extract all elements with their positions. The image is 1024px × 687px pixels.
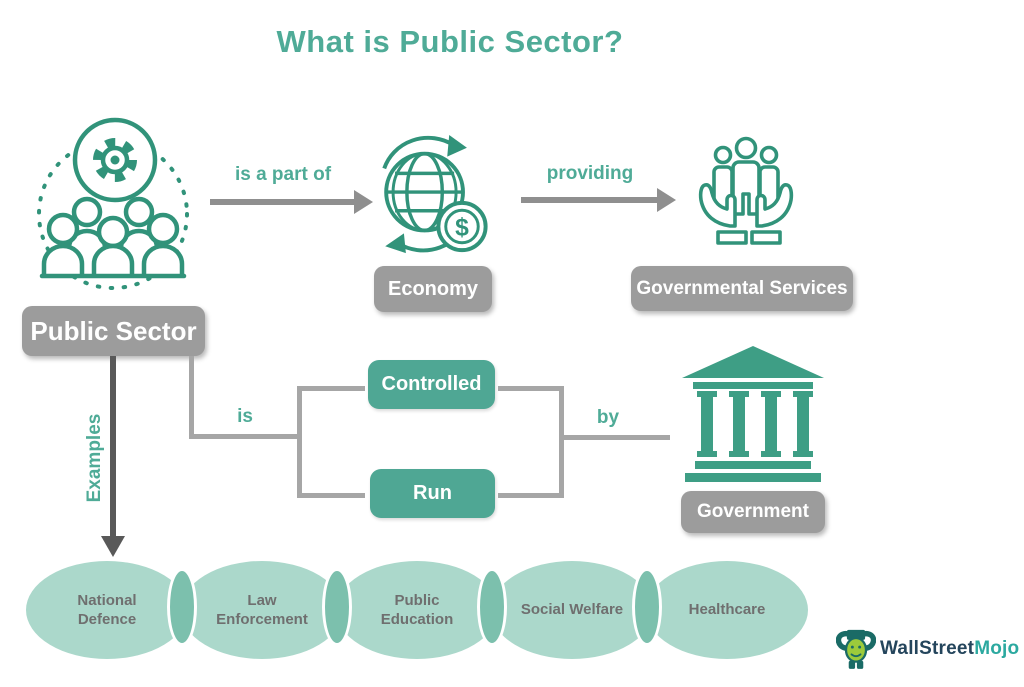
edge-label-is: is [237,406,253,427]
logo-mojo-text: Mojo [974,638,1020,659]
public-sector-icon [25,108,200,305]
public-sector-node: Public Sector [22,306,205,356]
dollar-glyph: $ [455,214,469,241]
edge-label-examples: Examples [84,413,105,503]
example-national-defence: National Defence [26,561,188,659]
governmental-services-node: Governmental Services [631,266,853,311]
government-node: Government [681,491,825,533]
arrow-is-a-part-of [210,199,355,205]
bracket-right-top-stub [498,386,564,391]
ellipse-overlap-lens [167,568,197,646]
example-public-education: Public Education [336,561,498,659]
governmental-services-icon [696,130,796,254]
examples-arrow-head [101,536,125,557]
example-label: Social Welfare [520,601,624,619]
government-building-icon [678,343,828,489]
run-label: Run [413,482,452,504]
logo-wallstreet-text: WallStreet [880,638,975,659]
edge-label-by: by [596,407,620,428]
economy-icon: $ [368,133,492,264]
controlled-label: Controlled [381,373,482,395]
example-label: National Defence [77,591,137,629]
example-law-enforcement: Law Enforcement [181,561,343,659]
bracket-left-bottom-stub [297,493,365,498]
edge-label-is-a-part-of: is a part of [234,164,332,185]
page-title: What is Public Sector? [276,24,624,59]
ellipse-overlap-lens [632,568,662,646]
run-node: Run [370,469,495,518]
connector-by-line [559,435,670,440]
bracket-left-top-stub [297,386,365,391]
ellipse-overlap-lens [322,568,352,646]
bracket-left-vertical [297,386,302,498]
arrow-providing [521,197,658,203]
example-label: Healthcare [688,601,766,619]
example-social-welfare: Social Welfare [491,561,653,659]
governmental-services-label: Governmental Services [636,277,848,299]
public-sector-label: Public Sector [30,315,197,346]
bracket-right-bottom-stub [498,493,564,498]
connector-ps-down [189,356,194,439]
example-healthcare: Healthcare [646,561,808,659]
edge-label-providing: providing [546,163,634,184]
connector-is-line [189,434,302,439]
wallstreetmojo-logo: WallStreetMojo [880,638,1019,660]
example-label: Law Enforcement [216,591,308,629]
arrow-head-providing [657,188,676,212]
examples-arrow [110,356,116,537]
ellipse-overlap-lens [477,568,507,646]
wallstreetmojo-mascot-icon [835,626,877,675]
controlled-node: Controlled [368,360,495,409]
arrow-head-is-a-part-of [354,190,373,214]
bracket-right-vertical [559,386,564,498]
example-label: Public Education [380,591,454,629]
economy-label: Economy [387,277,479,300]
economy-node: Economy [374,266,492,312]
government-label: Government [697,501,809,522]
